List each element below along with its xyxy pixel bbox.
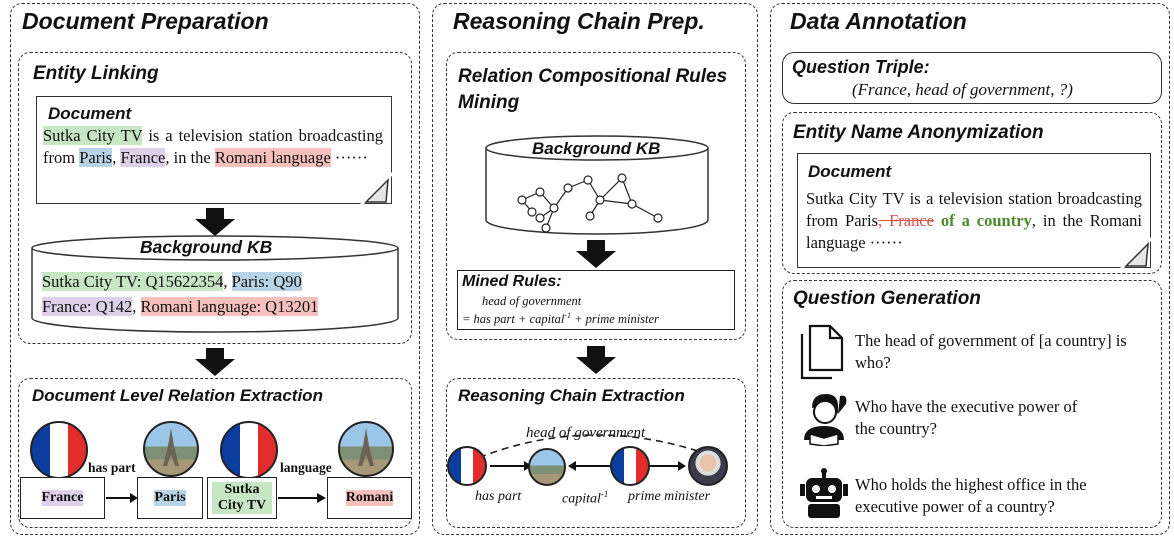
anonymization-panel bbox=[782, 112, 1162, 274]
arrow-down-icon bbox=[576, 240, 616, 268]
anonymized-document-text: Sutka City TV is a television station br… bbox=[806, 189, 1142, 252]
background-kb-cylinder bbox=[485, 135, 709, 235]
anonymized-document-title: Document bbox=[808, 162, 892, 181]
page-fold-icon bbox=[1118, 236, 1152, 270]
question-triple-title: Question Triple: bbox=[792, 57, 930, 77]
question-2: Who have the executive power of the coun… bbox=[855, 397, 1078, 438]
arrow-down-icon bbox=[576, 346, 616, 374]
replacement-text: of a country bbox=[933, 211, 1032, 230]
mined-rules-title: Mined Rules: bbox=[462, 273, 562, 290]
kb-romani: Romani language: Q13201 bbox=[140, 297, 319, 316]
rules-mining-title: Relation Compositional Rules Mining bbox=[458, 66, 728, 113]
data-annotation-title: Data Annotation bbox=[790, 8, 967, 34]
question-1: The head of government of [a country] is… bbox=[855, 331, 1127, 372]
page-fold-icon bbox=[358, 172, 392, 206]
entity-box-paris: Paris bbox=[137, 477, 203, 519]
entity-linking-title: Entity Linking bbox=[33, 63, 159, 84]
doc-text-2: , in the bbox=[165, 148, 211, 167]
anonymized-document-card bbox=[797, 153, 1151, 268]
france-flag-icon bbox=[220, 421, 278, 479]
france-flag-icon bbox=[30, 421, 88, 479]
kb-line-1: Sutka City TV: Q15622354, Paris: Q90 bbox=[42, 271, 302, 293]
eiffel-tower-icon bbox=[163, 428, 179, 466]
chain-extraction-panel bbox=[446, 378, 746, 528]
mined-rule-head: head of government bbox=[482, 294, 582, 308]
reasoning-chain-prep-title: Reasoning Chain Prep. bbox=[453, 8, 705, 34]
document-preparation-title: Document Preparation bbox=[22, 8, 269, 34]
mined-rule-body: = has part + capital-1 + prime minister bbox=[462, 311, 659, 327]
documents-icon bbox=[800, 324, 844, 380]
entity-romani: Romani language bbox=[214, 148, 331, 167]
france-flag-icon bbox=[610, 446, 650, 486]
data-annotation-panel bbox=[770, 3, 1170, 535]
entity-linking-panel bbox=[18, 52, 412, 344]
question-3: Who holds the highest office in the exec… bbox=[855, 475, 1087, 516]
question-generation-panel bbox=[782, 280, 1162, 528]
rules-mining-panel bbox=[446, 52, 746, 340]
human-writer-icon bbox=[804, 394, 847, 446]
kb-comma-2: , bbox=[132, 297, 137, 316]
robot-icon bbox=[800, 468, 848, 518]
entity-france: France bbox=[120, 148, 166, 167]
chain-extraction-title: Reasoning Chain Extraction bbox=[458, 386, 685, 405]
entity-box-romani: Romani bbox=[327, 477, 412, 519]
chain-label-prime-minister: prime minister bbox=[628, 489, 711, 504]
kb-title: Background KB bbox=[532, 139, 661, 158]
entity-box-france: France bbox=[20, 477, 105, 519]
question-generation-title: Question Generation bbox=[793, 288, 981, 309]
kb-title: Background KB bbox=[140, 237, 273, 257]
kb-paris: Paris: Q90 bbox=[231, 272, 302, 291]
relation-extraction-title: Document Level Relation Extraction bbox=[32, 386, 323, 405]
chain-label-has-part: has part bbox=[475, 489, 522, 504]
relation-has-part: has part bbox=[88, 460, 136, 475]
chain-label-capital: capital-1 bbox=[562, 489, 609, 507]
kb-france: France: Q142 bbox=[42, 297, 133, 316]
prime-minister-photo-icon bbox=[688, 446, 728, 486]
doc-comma-1: , bbox=[112, 148, 117, 167]
eiffel-tower-icon bbox=[358, 428, 374, 466]
document-preparation-panel bbox=[10, 3, 420, 535]
struck-entity: , France bbox=[878, 211, 934, 230]
document-card-title: Document bbox=[48, 104, 132, 123]
relation-language: language bbox=[280, 460, 332, 475]
entity-paris: Paris bbox=[79, 148, 113, 167]
relation-extraction-panel bbox=[18, 378, 412, 528]
document-card-text: Sutka City TV is a television station br… bbox=[43, 125, 383, 169]
entity-sutka: Sutka City TV bbox=[43, 126, 143, 145]
arrow-down-icon bbox=[195, 208, 235, 236]
mined-rules-box bbox=[457, 270, 735, 330]
chain-head-of-government: head of government bbox=[526, 425, 646, 441]
question-triple-panel bbox=[782, 52, 1162, 104]
reasoning-chain-prep-panel bbox=[432, 3, 758, 535]
anonymization-title: Entity Name Anonymization bbox=[793, 122, 1044, 143]
relation-arrows bbox=[106, 493, 326, 503]
arrow-down-icon bbox=[195, 348, 235, 376]
kb-line-2: France: Q142, Romani language: Q13201 bbox=[42, 296, 319, 318]
question-triple-value: (France, head of government, ?) bbox=[852, 80, 1073, 99]
kb-comma-1: , bbox=[223, 272, 228, 291]
doc-text-1: is a television station broadcasting fro… bbox=[43, 126, 383, 167]
doc-text-3: ······ bbox=[334, 148, 368, 167]
knowledge-graph-icon bbox=[517, 173, 663, 233]
france-flag-icon bbox=[447, 446, 487, 486]
paris-photo-icon bbox=[528, 448, 566, 486]
kb-sutka: Sutka City TV: Q15622354 bbox=[42, 272, 224, 291]
entity-box-sutka: Sutka City TV bbox=[207, 477, 277, 519]
